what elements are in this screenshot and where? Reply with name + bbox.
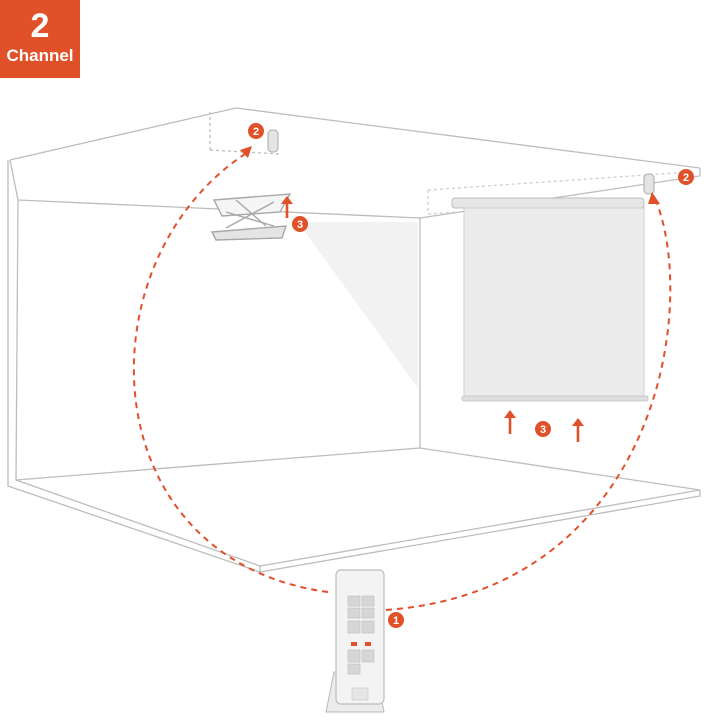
step-marker-lift-screen: 3 <box>535 421 551 437</box>
svg-text:2: 2 <box>253 126 259 138</box>
step-marker-receiver-left: 2 <box>248 123 264 139</box>
step-marker-remote: 1 <box>388 612 404 628</box>
projection-beam <box>298 222 418 388</box>
receiver-right-icon <box>643 173 655 195</box>
step-marker-lift-projector: 3 <box>292 216 308 232</box>
channel-badge: 2 Channel <box>0 0 80 78</box>
receiver-left-icon <box>267 129 279 153</box>
svg-text:2: 2 <box>683 172 689 184</box>
svg-text:1: 1 <box>393 615 399 627</box>
room-outline <box>7 107 701 573</box>
signal-paths <box>133 151 672 611</box>
arrow-up-icon <box>572 418 584 442</box>
step-marker-receiver-right: 2 <box>678 169 694 185</box>
projection-screen-icon <box>451 197 649 402</box>
svg-text:3: 3 <box>540 424 546 436</box>
channel-count: 2 <box>30 7 50 45</box>
channel-label: Channel <box>6 46 74 65</box>
remote-control-icon <box>325 569 385 713</box>
projector-lift-icon <box>210 193 292 241</box>
signal-arrowhead-right <box>648 192 660 204</box>
arrow-up-icon <box>504 410 516 434</box>
signal-path-left <box>133 151 329 593</box>
svg-text:3: 3 <box>297 219 303 231</box>
signal-arrowhead-left <box>240 146 252 158</box>
arrow-up-icon <box>281 196 293 218</box>
